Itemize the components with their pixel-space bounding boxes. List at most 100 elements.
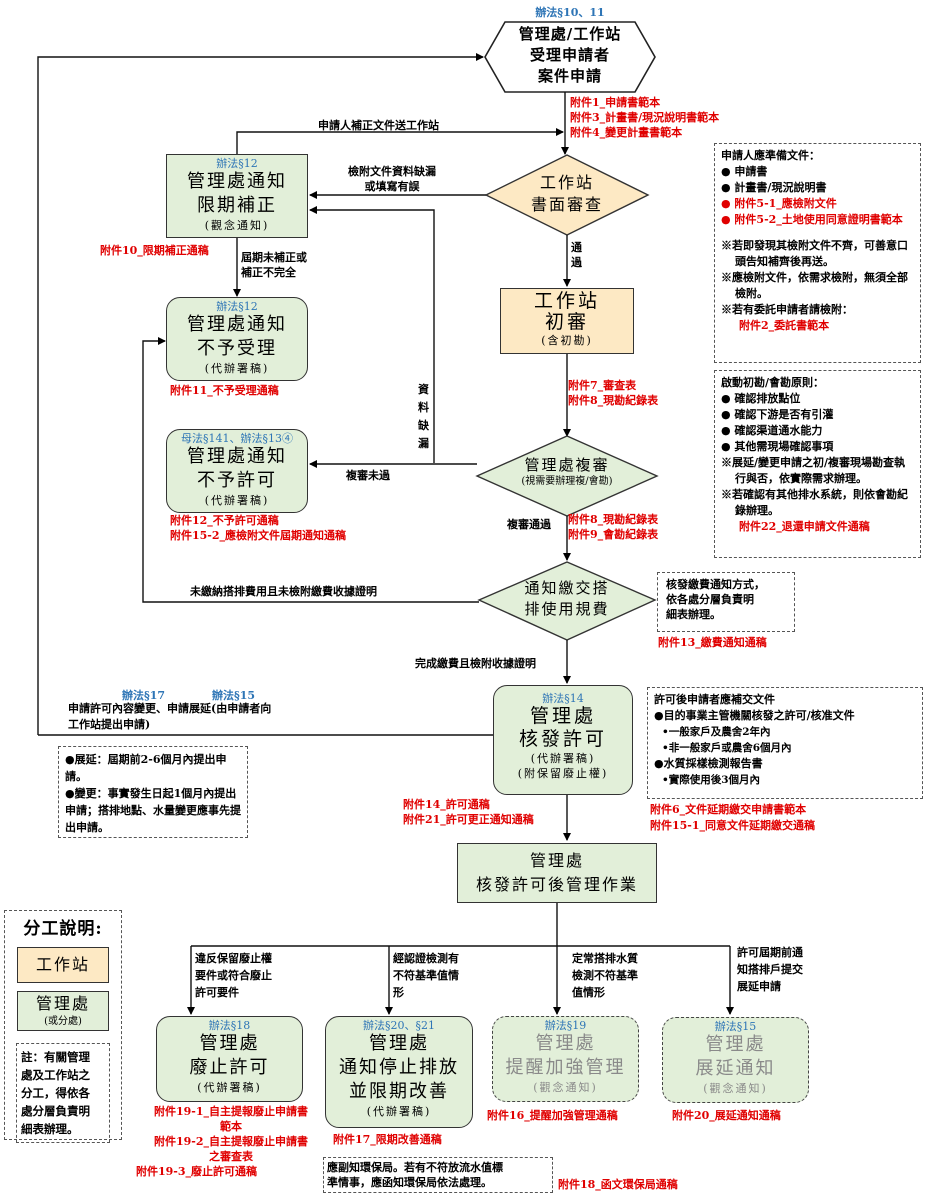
label-line: 知搭排戶提交 — [737, 963, 803, 976]
stop-discharge-node[interactable]: 辦法§20、§21 管理處 通知停止排放 並限期改善 (代辦署稿) — [325, 1016, 473, 1128]
node-law: 辦法§12 — [216, 157, 258, 170]
node-sub: (代辦署稿) — [204, 362, 270, 375]
node-line: 管理處通知 — [187, 314, 287, 335]
attachment-link[interactable]: 附件21_許可更正通知通稿 — [403, 813, 534, 826]
attachment-link[interactable]: 附件6_文件延期繳交申請書範本 — [650, 803, 807, 816]
node-line: 通知停止排放 — [339, 1057, 459, 1078]
attachment-link[interactable]: 附件10_限期補正通稿 — [100, 244, 209, 257]
attachment-link[interactable]: 附件16_提醒加強管理通稿 — [487, 1109, 618, 1122]
label-line: 值情形 — [572, 986, 605, 999]
label-line: 形 — [393, 986, 404, 999]
node-line: 初審 — [544, 311, 589, 333]
change-extend-note: ●展延：屆期前2-6個月內提出申請。 ●變更：事實發生日起1個月內提出申請；搭排… — [58, 746, 248, 838]
attachment-link[interactable]: 附件13_繳費通知通稿 — [658, 636, 767, 649]
node-sub: (視需要辦理複/會勘) — [521, 476, 613, 487]
note-line: ●變更：事實發生日起1個月內提出申請；搭排地點、水量變更應事先提出申請。 — [65, 787, 241, 834]
attachment-link[interactable]: 附件4_變更計畫書範本 — [570, 126, 683, 139]
attachment-link[interactable]: 附件11_不予受理通稿 — [170, 384, 279, 397]
strengthen-management-node[interactable]: 辦法§19 管理處 提醒加強管理 (觀念通知) — [492, 1016, 639, 1102]
note-line: ●展延：屆期前2-6個月內提出申請。 — [65, 753, 227, 783]
missing-docs-label: 檢附文件資料缺漏 或填寫有誤 — [348, 164, 436, 194]
note-line: 準情事，應函知環保局依法處理。 — [327, 1176, 492, 1189]
start-node[interactable]: 管理處/工作站 受理申請者 案件申請 — [495, 24, 645, 87]
node-sub: (代辦署稿) — [197, 1081, 262, 1094]
legend-note: 註：有關管理 處及工作站之 分工，得依各 處分層負責明 細表辦理。 — [16, 1043, 110, 1143]
unpaid-label: 未繳納搭排費用且未檢附繳費收據證明 — [190, 585, 377, 598]
issue-permit-node[interactable]: 辦法§14 管理處 核發許可 (代辦署稿) (附保留廢止權) — [493, 685, 633, 795]
extension-notice-node[interactable]: 辦法§15 管理處 展延通知 (觀念通知) — [662, 1017, 809, 1103]
note-bullets: ● 確認排放點位● 確認下游是否有引灌● 確認渠道通水能力● 其他需現場確認事項 — [721, 391, 914, 455]
node-line: 核發許可 — [518, 728, 607, 750]
label-line: 料 — [418, 401, 429, 414]
node-line: 核發許可後管理作業 — [475, 875, 638, 894]
attachment-link[interactable]: 附件7_審查表 — [568, 379, 637, 392]
node-sub: (代辦署稿) — [204, 494, 270, 507]
attachment-link[interactable]: 之審查表 — [209, 1150, 253, 1163]
attachment-link[interactable]: 附件20_展延通知通稿 — [672, 1109, 781, 1122]
attachment-link[interactable]: 附件8_現勘紀錄表 — [568, 394, 659, 407]
fee-notice-node[interactable]: 通知繳交搭 排使用規費 — [503, 578, 631, 620]
node-line: 不予受理 — [197, 338, 277, 359]
node-line: 廢止許可 — [189, 1057, 270, 1078]
issue-permit-attachments: 附件14_許可通稿 附件21_許可更正通知通稿 — [403, 797, 534, 827]
node-line: 書面審查 — [530, 195, 603, 214]
attachment-link[interactable]: 附件14_許可通稿 — [403, 798, 490, 811]
attachment-link[interactable]: 附件19-3_廢止許可通稿 — [136, 1165, 258, 1178]
note-line: 核發繳費通知方式， — [666, 578, 765, 591]
node-sub: (代辦署稿) — [530, 752, 596, 765]
attachment-link[interactable]: 附件15-1_同意文件延期繳交通稿 — [650, 819, 816, 832]
note-title: 啟動初勘/會勘原則： — [721, 376, 825, 389]
post-management-node[interactable]: 管理處 核發許可後管理作業 — [457, 843, 657, 903]
doc-item: ●目的事業主管機關核發之許可/核准文件 — [654, 709, 855, 722]
doc-item: •非一般家戶或農舍6個月內 — [662, 742, 792, 754]
note-line: 分工，得依各 — [21, 1086, 90, 1100]
second-review-node[interactable]: 管理處複審 (視需要辦理複/會勘) — [495, 455, 639, 488]
node-line: 不予許可 — [197, 470, 277, 491]
attachment-link[interactable]: 附件9_會勘紀錄表 — [568, 528, 659, 541]
loop-line-left — [37, 53, 484, 735]
attachment-link[interactable]: 範本 — [220, 1120, 242, 1133]
attachment-link[interactable]: 附件12_不予許可通稿 — [170, 514, 279, 527]
node-line: 管理處 — [529, 851, 584, 870]
reject-accept-node[interactable]: 辦法§12 管理處通知 不予受理 (代辦署稿) — [166, 297, 308, 381]
attachment-link[interactable]: ● 附件5-1_應檢附文件 — [721, 197, 837, 210]
attachment-link[interactable]: 附件1_申請書範本 — [570, 96, 661, 109]
attachment-link[interactable]: 附件19-1_自主提報廢止申請書 — [153, 1105, 309, 1118]
label-line: 許可要件 — [195, 986, 239, 999]
doc-item: •實際使用後3個月內 — [662, 774, 761, 786]
attachment-link[interactable]: 附件19-2_自主提報廢止申請書 — [153, 1135, 309, 1148]
bullet-item: ● 其他需現場確認事項 — [721, 440, 834, 453]
post-permit-attachments: 附件6_文件延期繳交申請書範本 附件15-1_同意文件延期繳交通稿 — [650, 802, 815, 834]
attachment-link[interactable]: 附件8_現勘紀錄表 — [568, 513, 659, 526]
review-station-node[interactable]: 工作站 書面審查 — [505, 172, 629, 216]
node-line: 管理處通知 — [187, 171, 287, 192]
initial-review-node[interactable]: 工作站 初審 (含初勘) — [500, 288, 634, 354]
start-attachments: 附件1_申請書範本 附件3_計畫書/現況說明書範本 附件4_變更計畫書範本 — [570, 95, 719, 140]
notify-correction-node[interactable]: 辦法§12 管理處通知 限期補正 (觀念通知) — [166, 154, 308, 238]
attachment-link[interactable]: 附件17_限期改善通稿 — [333, 1133, 442, 1146]
label-line: 檢測不符基準 — [572, 969, 638, 982]
node-law: 辦法§14 — [542, 692, 584, 705]
attachment-link[interactable]: 附件15-2_應檢附文件屆期通知通稿 — [170, 529, 347, 542]
legend-office-swatch: 管理處 (或分處) — [17, 991, 109, 1031]
review-diamond — [484, 154, 650, 236]
revoke-permit-node[interactable]: 辦法§18 管理處 廢止許可 (代辦署稿) — [156, 1016, 303, 1102]
start-line: 案件申請 — [537, 67, 602, 85]
attachment-link[interactable]: 附件22_退還申請文件通稿 — [739, 520, 870, 533]
applicant-docs-note: 申請人應準備文件： ● 申請書● 計畫書/現況說明書● 附件5-1_應檢附文件●… — [714, 143, 921, 363]
label-line: 漏 — [418, 437, 429, 450]
resubmit-label: 申請人補正文件送工作站 — [318, 119, 439, 132]
attachment-link[interactable]: ● 附件5-2_土地使用同意證明書範本 — [721, 213, 903, 226]
attachment-link[interactable]: 附件3_計畫書/現況說明書範本 — [570, 111, 720, 124]
label-line: 要件或符合廢止 — [195, 969, 272, 982]
node-law: 辦法§15 — [714, 1020, 757, 1033]
label-line: 經認證檢測有 — [393, 952, 459, 965]
branch-condition: 定常搭排水質 檢測不符基準 值情形 — [572, 950, 638, 1001]
reject-permit-node[interactable]: 母法§141、辦法§13④ 管理處通知 不予許可 (代辦署稿) — [166, 429, 308, 513]
overdue-label: 屆期未補正或 補正不完全 — [241, 250, 307, 280]
node-line: 管理處 — [535, 1033, 596, 1054]
note-line: 處及工作站之 — [21, 1068, 90, 1082]
attachment-link[interactable]: 附件2_委託書範本 — [739, 319, 830, 332]
attachment-link[interactable]: 附件18_函文環保局通稿 — [558, 1178, 678, 1191]
